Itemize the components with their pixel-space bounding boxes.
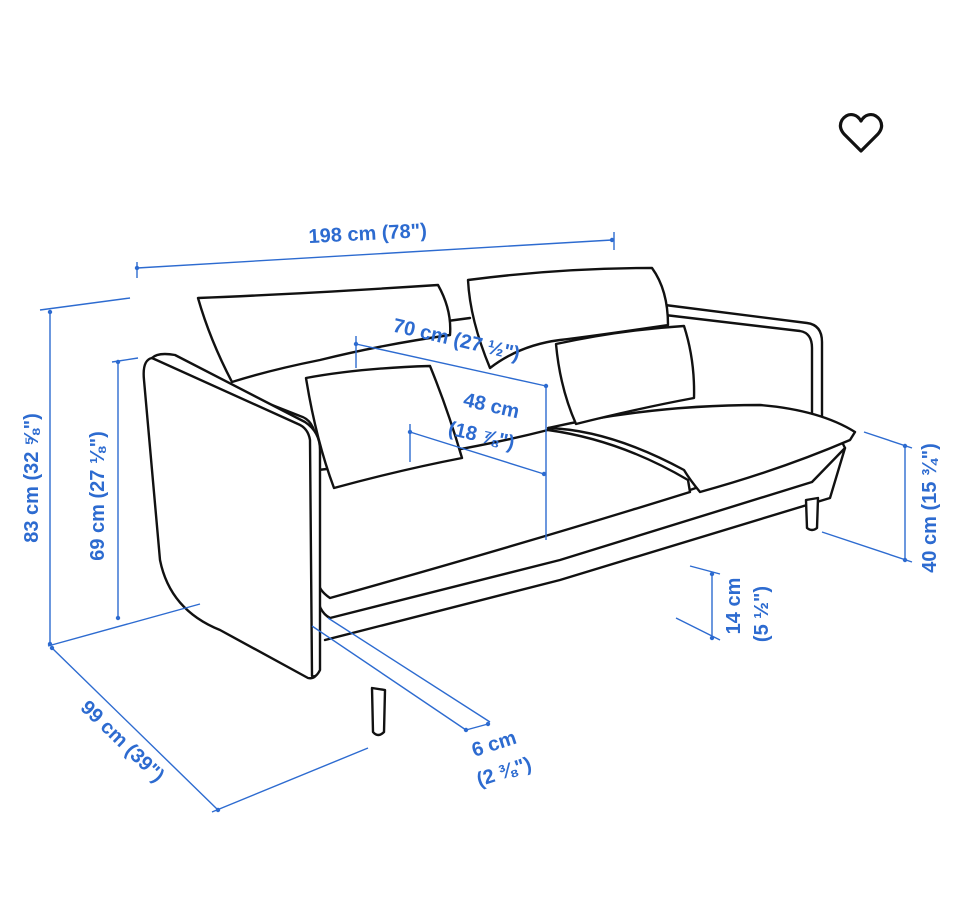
- floor-clearance-inch-label: (5 ½"): [751, 586, 773, 642]
- armrest-width-value-label: 6 cm: [469, 727, 519, 762]
- sofa-leg-front: [370, 686, 387, 737]
- seat-width-line: [353, 341, 549, 389]
- favorite-button[interactable]: [836, 110, 886, 156]
- left-armrest-top: [150, 352, 322, 678]
- armrest-height-label: 69 cm (27 ⅛"): [87, 431, 109, 561]
- heart-outline-icon: [838, 112, 884, 153]
- depth-line: [49, 645, 221, 813]
- left-armrest-side: [142, 356, 320, 680]
- floor-clearance-value-label: 14 cm: [723, 578, 745, 635]
- height-label: 83 cm (32 ⅝"): [21, 413, 43, 543]
- sofa-leg-right: [804, 496, 820, 532]
- seat-depth-value-label: 48 cm: [461, 389, 521, 423]
- seat-cushion-right: [546, 403, 857, 494]
- sofa-frame-bottom: [323, 446, 847, 642]
- width-label: 198 cm (78"): [308, 220, 427, 248]
- armrest-width-line: [463, 721, 491, 733]
- dimension-lines: [39, 232, 913, 813]
- throw-pillow-right: [554, 324, 696, 426]
- sofa-illustration: [142, 266, 857, 737]
- depth-label: 99 cm (39"): [76, 696, 168, 786]
- seat-depth-line: [407, 429, 547, 477]
- width-line: [134, 237, 615, 271]
- seat-height-label: 40 cm (15 ¾"): [919, 443, 941, 573]
